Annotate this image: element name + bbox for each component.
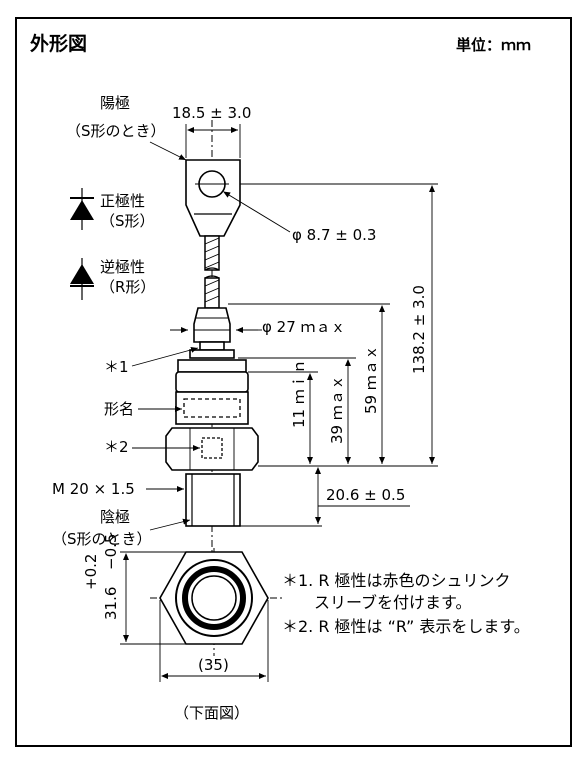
dim-39-max: 39 ｍａｘ	[328, 375, 346, 444]
note-2: ＊2. R 極性は “R” 表示をします。	[282, 617, 530, 636]
reverse-polarity-symbol	[70, 258, 94, 300]
hex-nut	[165, 427, 259, 471]
dim-thread-length: 20.6 ± 0.5	[326, 486, 405, 504]
dim-hole-dia: φ 8.7 ± 0.3	[292, 226, 376, 244]
label-reverse-r: （R形）	[100, 278, 155, 296]
dim-hex-width: (35)	[198, 656, 229, 674]
label-bottom-view: （下面図）	[174, 704, 249, 722]
note-1-line-2: スリーブを付けます。	[314, 593, 471, 612]
label-reverse: 逆極性	[100, 258, 145, 276]
label-anode-cond: （S形のとき）	[66, 122, 166, 140]
drawing-title: 外形図	[30, 32, 87, 55]
marker-1: ＊1	[104, 358, 129, 376]
diode-side-view	[165, 120, 259, 555]
thread-section	[185, 473, 241, 527]
marker-2: ＊2	[104, 438, 129, 456]
dim-total-length: 138.2 ± 3.0	[410, 285, 428, 374]
body-main	[175, 371, 249, 393]
drawing-border	[15, 17, 572, 747]
label-cathode: 陰極	[100, 508, 130, 526]
label-forward: 正極性	[100, 192, 145, 210]
label-forward-s: （S形）	[100, 212, 155, 230]
unit-label: 単位：ｍｍ	[456, 36, 531, 54]
upper-wire	[204, 235, 220, 271]
dim-11-min: 11 ｍｉｎ	[290, 359, 308, 428]
dim-hex-height: 31.6	[102, 587, 120, 620]
body-label-band	[175, 391, 249, 425]
label-cathode-cond: （S形のとき）	[52, 530, 152, 548]
dim-dia-27: φ 27 ｍａｘ	[262, 318, 346, 336]
bottom-view-hex	[150, 548, 282, 656]
label-thread: M 20 × 1.5	[52, 480, 135, 498]
dim-59-max: 59 ｍａｘ	[362, 345, 380, 414]
crimp-sleeve	[193, 307, 231, 343]
dim-tol-minus: −0.5	[102, 534, 120, 570]
note-1-line-1: ＊1. R 極性は赤色のシュリンク	[282, 571, 511, 590]
body-upper	[177, 359, 247, 373]
dim-tol-plus: +0.2	[82, 554, 100, 590]
dim-top-width: 18.5 ± 3.0	[172, 104, 251, 122]
forward-polarity-symbol	[70, 188, 94, 230]
label-type-name: 形名	[104, 400, 134, 418]
label-anode: 陽極	[100, 94, 130, 112]
